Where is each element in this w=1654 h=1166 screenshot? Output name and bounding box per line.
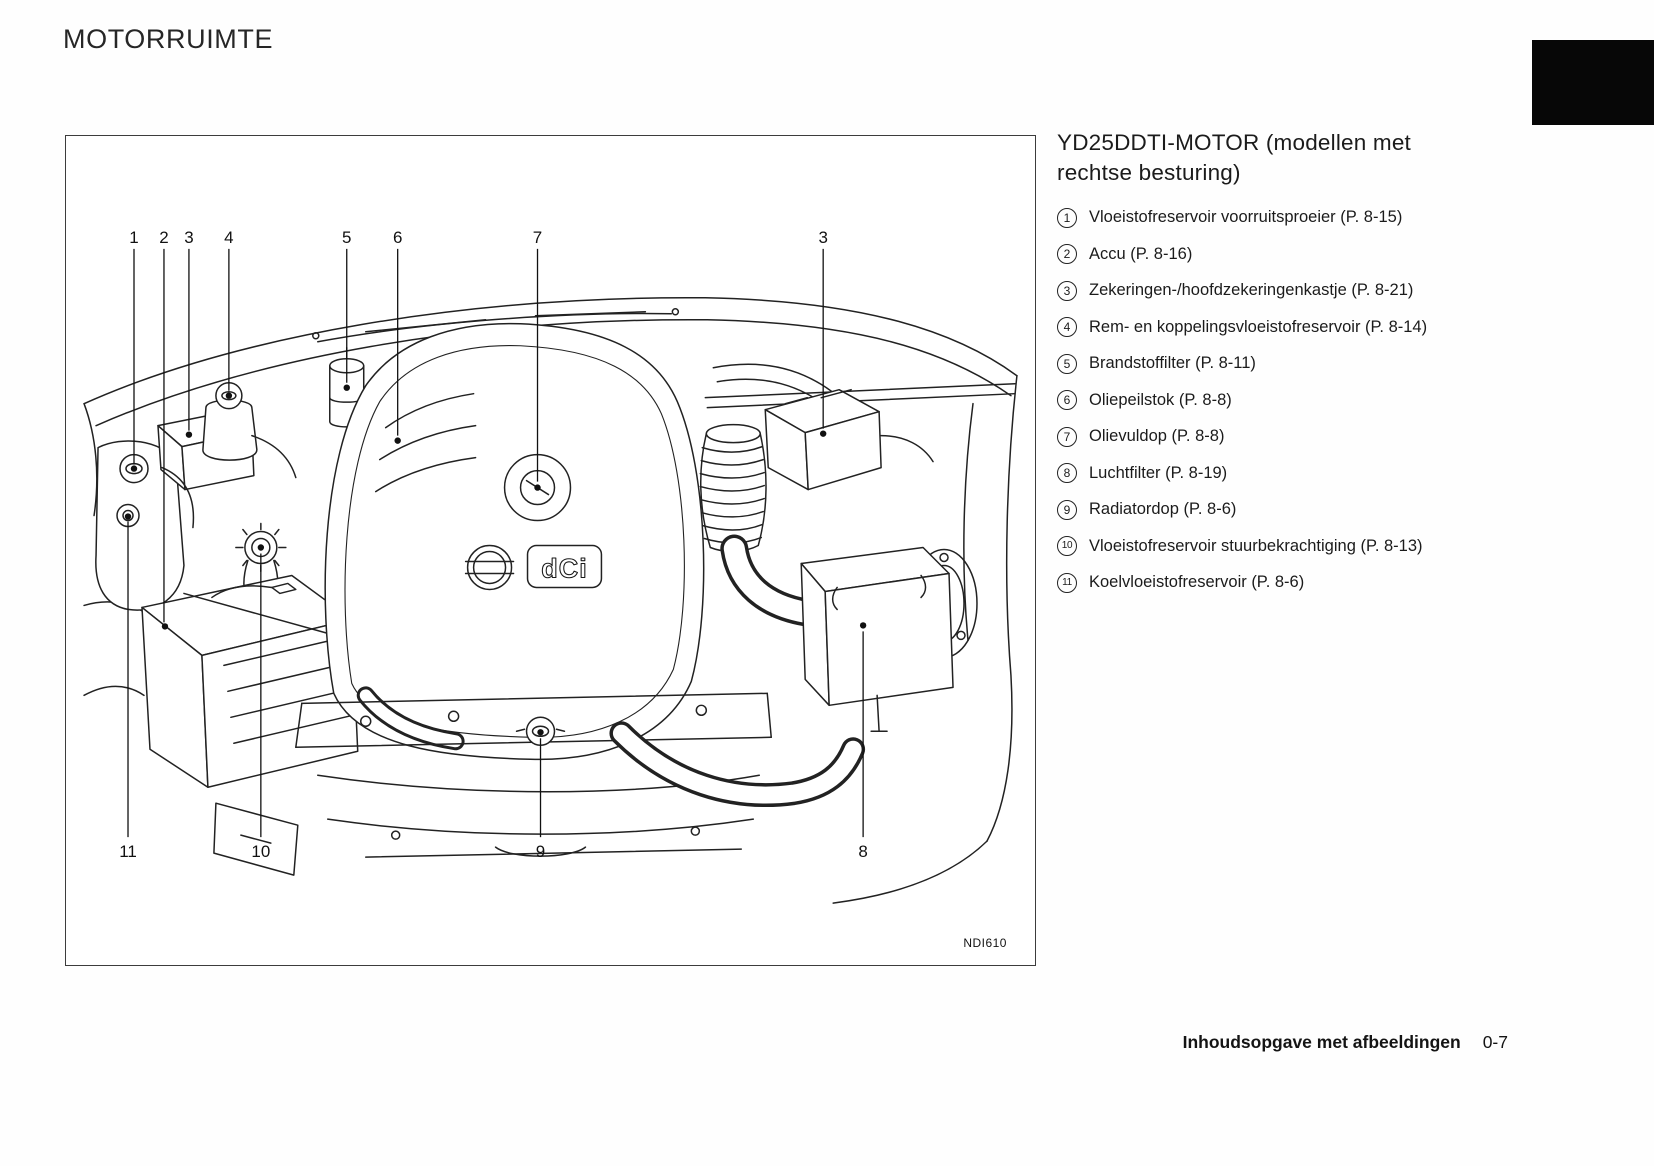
intake-bellows xyxy=(699,423,767,553)
air-filter-box xyxy=(800,546,954,733)
legend-item-number: 10 xyxy=(1057,536,1077,557)
legend-item: 9 Radiatordop (P. 8-6) xyxy=(1057,499,1642,520)
leader-dot xyxy=(185,431,193,438)
legend-item: 2 Accu (P. 8-16) xyxy=(1057,244,1642,265)
legend-heading: YD25DDTI-MOTOR (modellen met rechtse bes… xyxy=(1057,128,1642,187)
callout-number: 9 xyxy=(536,842,545,861)
legend-item: 8 Luchtfilter (P. 8-19) xyxy=(1057,463,1642,484)
radiator-hose-left-fill xyxy=(359,689,462,748)
legend-item-label: Vloeistofreservoir stuurbekrachtiging (P… xyxy=(1089,536,1423,555)
figure-code: NDI610 xyxy=(963,936,1007,950)
page-footer: Inhoudsopgave met afbeeldingen 0-7 xyxy=(1183,1032,1508,1053)
leader-dot xyxy=(534,484,541,491)
legend-item: 3 Zekeringen-/hoofdzekeringenkastje (P. … xyxy=(1057,280,1642,301)
battery xyxy=(141,574,359,788)
legend: YD25DDTI-MOTOR (modellen met rechtse bes… xyxy=(1057,128,1642,609)
legend-item-label: Olievuldop (P. 8-8) xyxy=(1089,427,1225,446)
legend-heading-line2: rechtse besturing) xyxy=(1057,159,1241,185)
nissan-emblem xyxy=(464,544,515,591)
leader-dot xyxy=(537,729,544,736)
legend-item: 11 Koelvloeistofreservoir (P. 8-6) xyxy=(1057,572,1642,593)
legend-item: 7 Olievuldop (P. 8-8) xyxy=(1057,426,1642,447)
callout-numbers: 1 2 3 4 5 6 7 3 11 10 9 8 xyxy=(119,228,868,861)
radiator-support xyxy=(295,692,772,858)
section-tab-marker xyxy=(1532,40,1654,125)
cowl-lines xyxy=(83,297,1018,427)
intake-elbow-fill xyxy=(723,538,817,623)
callout-number: 3 xyxy=(818,228,827,247)
leader-dot xyxy=(257,544,265,551)
legend-item-number: 2 xyxy=(1057,244,1077,265)
footer-section-title: Inhoudsopgave met afbeeldingen xyxy=(1182,1032,1461,1052)
leader-dot xyxy=(130,465,138,472)
callout-number: 1 xyxy=(129,228,138,247)
legend-items: 1 Vloeistofreservoir voorruitsproeier (P… xyxy=(1057,207,1642,593)
frame-bracket xyxy=(213,802,299,876)
legend-item: 1 Vloeistofreservoir voorruitsproeier (P… xyxy=(1057,207,1642,228)
callout-number: 7 xyxy=(533,228,542,247)
legend-heading-line1: YD25DDTI-MOTOR (modellen met xyxy=(1057,130,1412,155)
legend-item-label: Oliepeilstok (P. 8-8) xyxy=(1089,390,1232,409)
leader-dot xyxy=(394,437,401,444)
leader-dot xyxy=(859,622,867,629)
legend-item-number: 3 xyxy=(1057,280,1077,301)
leader-dot xyxy=(124,513,132,520)
callout-number: 8 xyxy=(858,842,867,861)
legend-item-number: 5 xyxy=(1057,353,1077,374)
legend-item: 10 Vloeistofreservoir stuurbekrachtiging… xyxy=(1057,536,1642,557)
legend-item-number: 4 xyxy=(1057,317,1077,338)
callout-number: 10 xyxy=(251,842,270,861)
hose-lines xyxy=(161,434,297,529)
engine-compartment-diagram: dCi xyxy=(83,228,1018,950)
legend-item-number: 8 xyxy=(1057,463,1077,484)
relay-box xyxy=(764,388,934,491)
engine-illustration: dCi xyxy=(83,297,1018,904)
callout-number: 4 xyxy=(224,228,233,247)
legend-item-label: Radiatordop (P. 8-6) xyxy=(1089,500,1237,519)
reservoir-and-caps xyxy=(95,440,185,611)
leader-dot xyxy=(225,392,233,399)
legend-item-label: Accu (P. 8-16) xyxy=(1089,244,1193,263)
legend-item-label: Vloeistofreservoir voorruitsproeier (P. … xyxy=(1089,208,1403,227)
leader-dot xyxy=(161,623,169,630)
legend-item-label: Brandstoffilter (P. 8-11) xyxy=(1089,354,1256,373)
dci-badge-text: dCi xyxy=(541,553,587,583)
legend-item-number: 9 xyxy=(1057,499,1077,520)
callout-number: 2 xyxy=(159,228,168,247)
legend-item-number: 7 xyxy=(1057,426,1077,447)
legend-item-number: 11 xyxy=(1057,572,1077,593)
leader-dot xyxy=(343,384,350,391)
engine-cover: dCi xyxy=(324,322,705,761)
page-title: MOTORRUIMTE xyxy=(63,24,274,54)
lower-radiator-hose-fill xyxy=(612,724,862,804)
legend-item-number: 6 xyxy=(1057,390,1077,411)
dci-badge xyxy=(526,544,603,589)
callout-number: 11 xyxy=(119,842,137,861)
legend-item: 4 Rem- en koppelingsvloeistofreservoir (… xyxy=(1057,317,1642,338)
leader-dot xyxy=(819,430,827,437)
legend-item-number: 1 xyxy=(1057,207,1077,228)
callout-number: 6 xyxy=(393,228,402,247)
legend-item: 6 Oliepeilstok (P. 8-8) xyxy=(1057,390,1642,411)
legend-item: 5 Brandstoffilter (P. 8-11) xyxy=(1057,353,1642,374)
figure-frame: dCi xyxy=(65,135,1036,966)
footer-page-number: 0-7 xyxy=(1482,1032,1508,1052)
legend-item-label: Zekeringen-/hoofdzekeringenkastje (P. 8-… xyxy=(1089,281,1414,300)
callout-number: 3 xyxy=(184,228,193,247)
legend-item-label: Koelvloeistofreservoir (P. 8-6) xyxy=(1089,573,1305,592)
callout-leaders xyxy=(124,248,867,838)
legend-item-label: Luchtfilter (P. 8-19) xyxy=(1089,463,1228,482)
callout-number: 5 xyxy=(342,228,351,247)
legend-item-label: Rem- en koppelingsvloeistofreservoir (P.… xyxy=(1089,317,1428,336)
